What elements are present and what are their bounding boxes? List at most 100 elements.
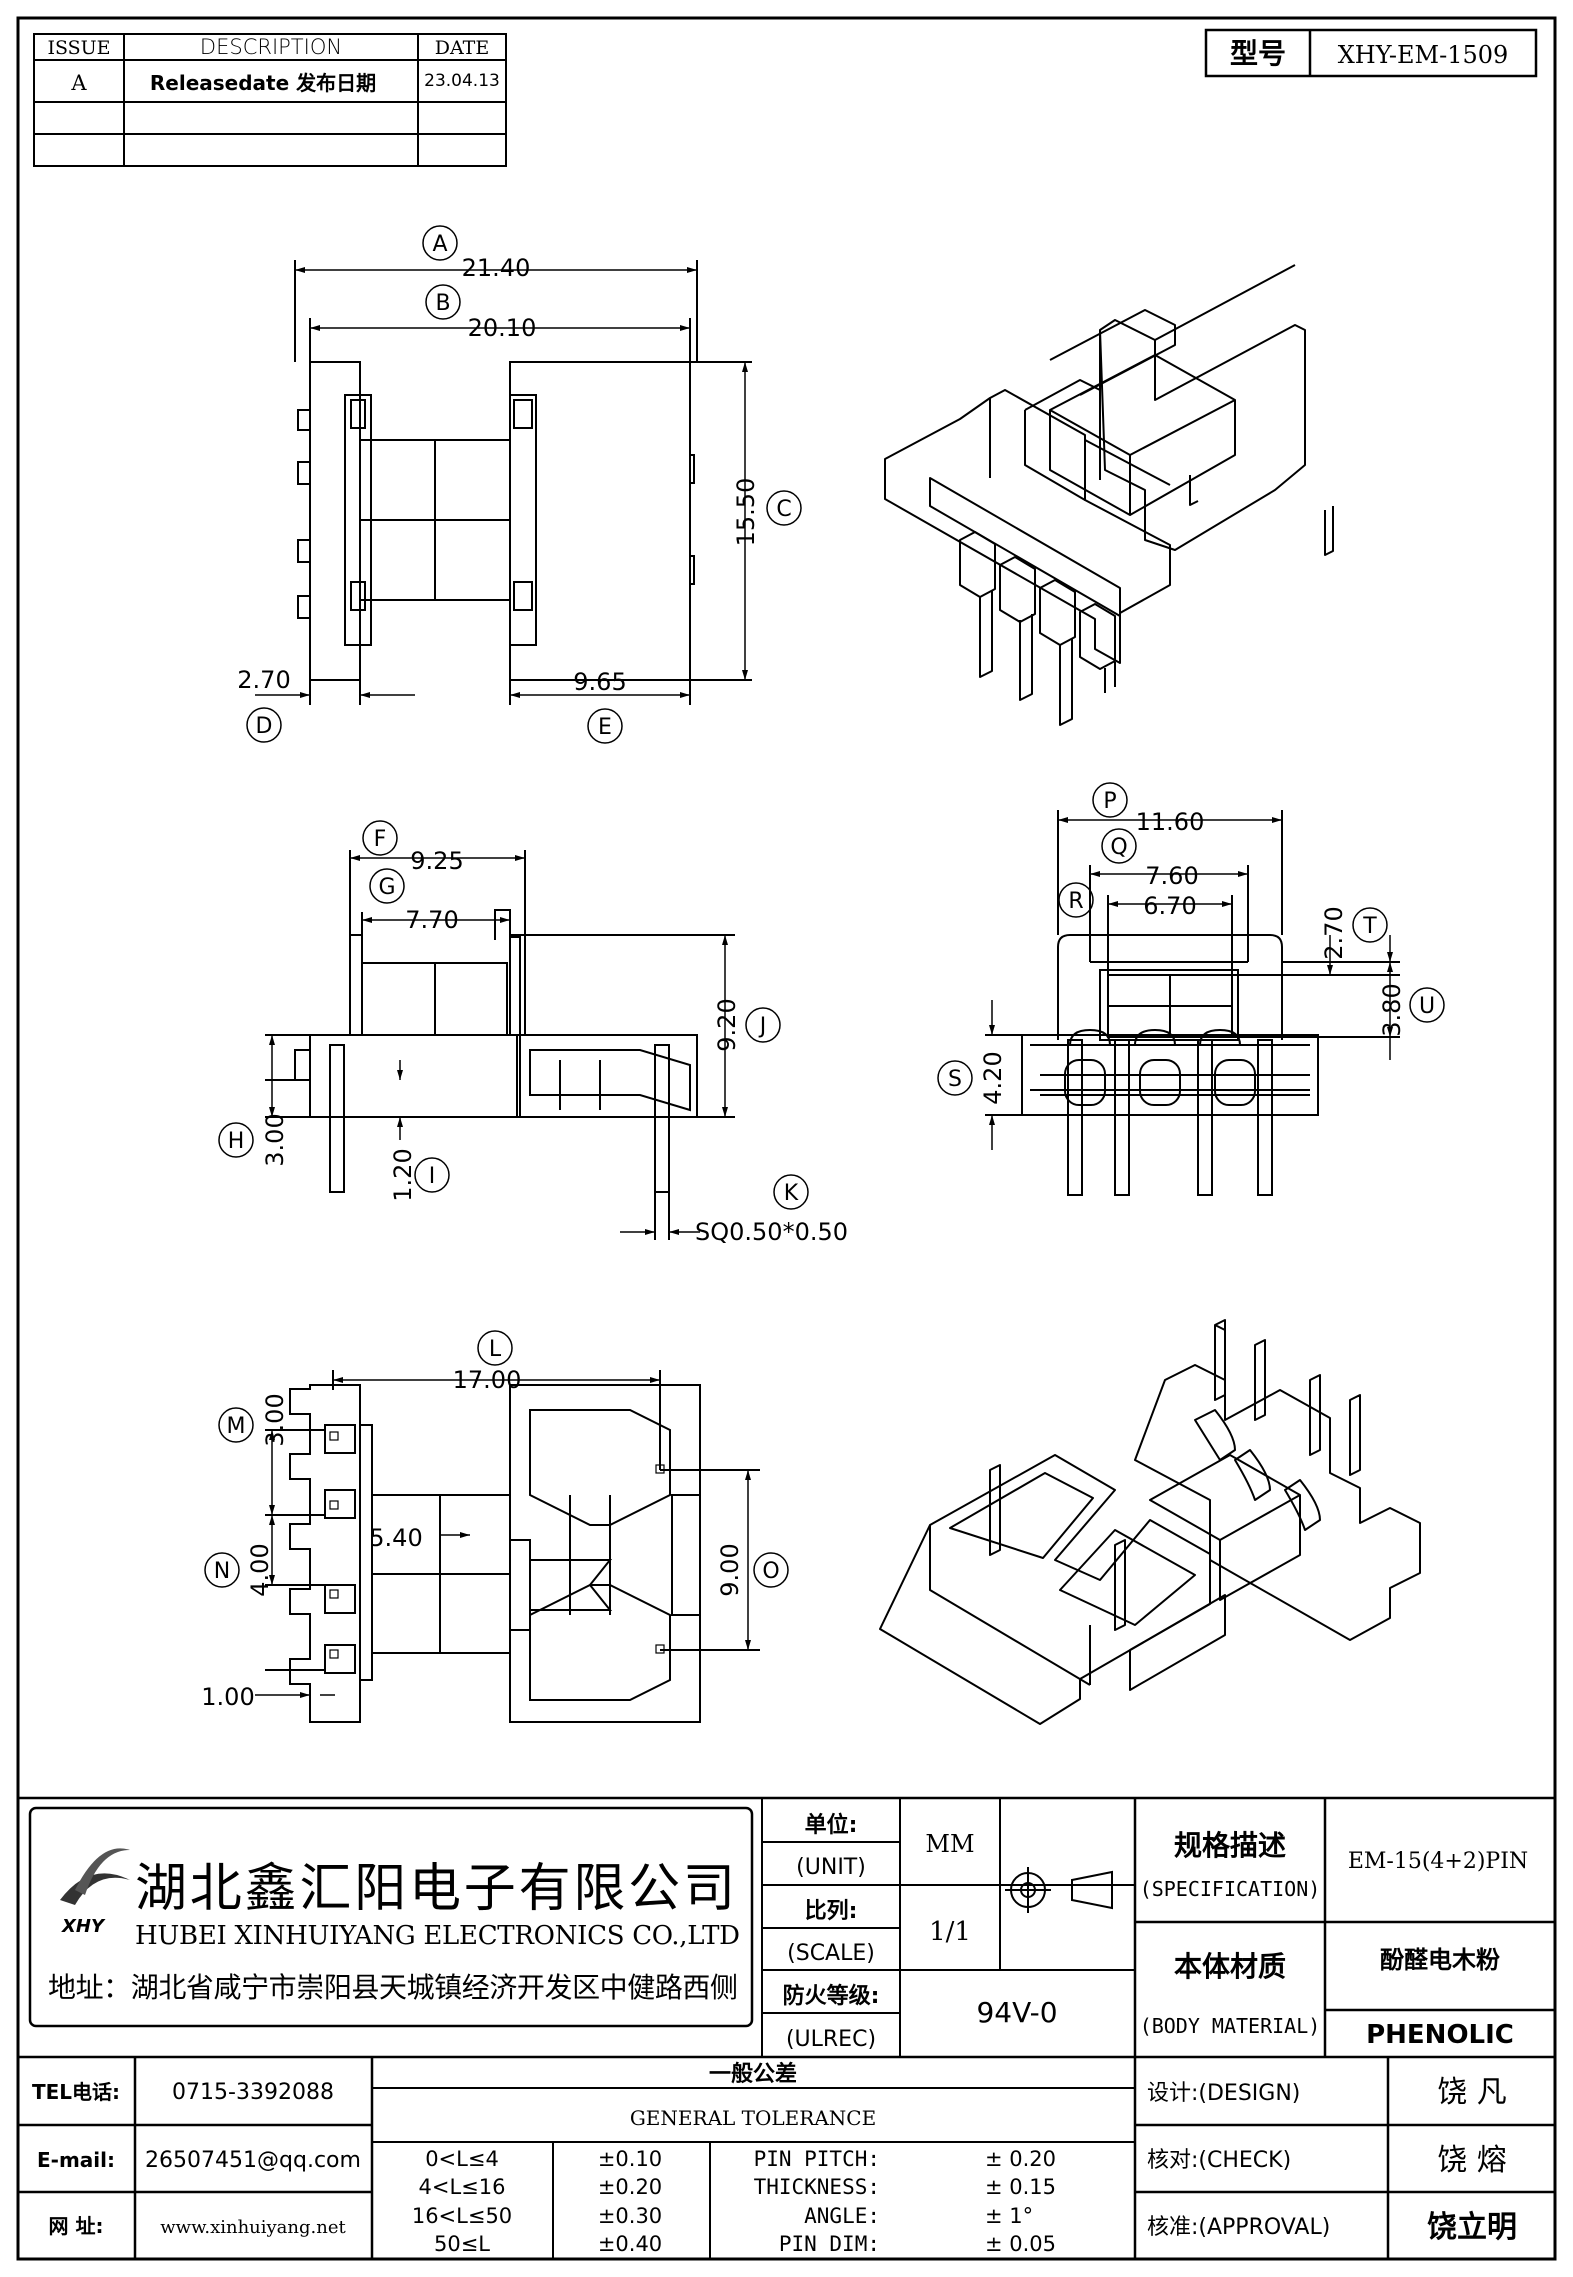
dim-N: 4.00 N: [204, 1543, 274, 1597]
tol-name-1: PIN PITCH:: [754, 2147, 880, 2171]
dim-Q-value: 7.60: [1145, 862, 1198, 890]
dim-T: 2.70 T: [1320, 906, 1388, 960]
dim-M-balloon: [218, 1407, 254, 1443]
email-value: 26507451@qq.com: [145, 2148, 361, 2173]
logo-swoosh-icon: [60, 1873, 130, 1905]
design-label: 设计:(DESIGN): [1147, 2081, 1300, 2106]
web-value: www.xinhuiyang.net: [160, 2217, 346, 2238]
dim-M-letter: M: [227, 1414, 246, 1439]
dim-F-balloon: [362, 820, 398, 856]
model-label: 型号: [1230, 37, 1286, 70]
dim-A-balloon: [422, 225, 458, 261]
tolerance-title-cn: 一般公差: [709, 2061, 797, 2087]
dim-B-letter: B: [435, 291, 450, 316]
web-label: 网 址:: [49, 2214, 104, 2238]
tol-spec-1: ± 0.20: [985, 2147, 1056, 2171]
unit-label-en: (UNIT): [796, 1855, 866, 1880]
dim-bottom-5-40: 5.40: [369, 1524, 422, 1552]
revision-header-description: DESCRIPTION: [200, 35, 342, 59]
dim-E: 9.65 E: [573, 668, 627, 744]
spec-value: EM-15(4+2)PIN: [1348, 1849, 1528, 1874]
tol-range-3: 16<L≤50: [412, 2204, 512, 2228]
dim-F-letter: F: [374, 827, 387, 852]
dim-I-balloon: [414, 1157, 450, 1193]
dim-R-value: 6.70: [1143, 892, 1196, 920]
tol-value-3: ±0.30: [598, 2204, 662, 2228]
revision-row-1-description: Releasedate 发布日期: [150, 71, 376, 95]
dim-S-letter: S: [948, 1067, 962, 1092]
dim-M: 3.00 M: [218, 1393, 289, 1447]
approve-value: 饶立明: [1427, 2210, 1517, 2245]
dim-A-letter: A: [432, 232, 447, 257]
top-view-dimension-lines: [255, 267, 748, 698]
dim-B-balloon: [425, 284, 461, 320]
front-view-dimension-lines: [989, 817, 1393, 1150]
tel-value: 0715-3392088: [172, 2080, 334, 2105]
dim-C: 15.50 C: [732, 478, 802, 546]
material-value-en: PHENOLIC: [1366, 2020, 1514, 2050]
dim-A-value: 21.40: [462, 254, 531, 282]
dim-P-balloon: [1092, 782, 1128, 818]
tol-spec-4: ± 0.05: [985, 2232, 1056, 2256]
dim-L-value: 17.00: [453, 1366, 522, 1394]
dim-L-letter: L: [489, 1337, 502, 1362]
dim-C-letter: C: [776, 497, 791, 522]
revision-table: [33, 33, 507, 167]
model-value: XHY-EM-1509: [1338, 41, 1509, 69]
bottom-view: [265, 1370, 760, 1723]
dim-K-letter: K: [784, 1181, 799, 1206]
dim-D-balloon: [246, 707, 282, 743]
revision-header-issue: ISSUE: [47, 37, 110, 59]
tol-name-4: PIN DIM:: [779, 2232, 880, 2256]
dim-Q-letter: Q: [1110, 835, 1127, 860]
bottom-view-pin-marks: [329, 1431, 665, 1659]
dim-B-value: 20.10: [468, 314, 537, 342]
dim-U-value: 3.80: [1378, 983, 1406, 1036]
dim-I: 1.20 I: [389, 1148, 450, 1202]
dim-J: 9.20 J: [713, 998, 781, 1052]
dim-J-balloon: [745, 1007, 781, 1043]
dim-K-value: SQ0.50*0.50: [695, 1218, 848, 1246]
dim-R-balloon: [1058, 882, 1094, 918]
spec-label-cn: 规格描述: [1174, 1829, 1286, 1862]
approve-label: 核准:(APPROVAL): [1147, 2215, 1330, 2240]
dim-H: 3.00 H: [218, 1113, 289, 1167]
check-value: 饶 熔: [1437, 2143, 1507, 2178]
tolerance-title-en: GENERAL TOLERANCE: [630, 2106, 876, 2130]
dim-D: 2.70 D: [237, 666, 291, 743]
dim-U-balloon: [1409, 987, 1445, 1023]
dim-P: P 11.60: [1092, 782, 1204, 836]
dim-K-balloon: [773, 1174, 809, 1210]
dim-P-letter: P: [1103, 789, 1116, 814]
dim-U-letter: U: [1419, 994, 1435, 1019]
dim-G: G 7.70: [369, 868, 459, 934]
check-label: 核对:(CHECK): [1147, 2148, 1291, 2173]
dim-I-value: 1.20: [389, 1148, 417, 1201]
tel-label: TEL电话:: [32, 2080, 120, 2104]
dim-G-balloon: [369, 868, 405, 904]
dim-E-value: 9.65: [573, 668, 626, 696]
material-label-cn: 本体材质: [1174, 1950, 1286, 1983]
company-address: 地址：湖北省咸宁市崇阳县天城镇经济开发区中健路西侧: [48, 1971, 738, 2004]
revision-row-1-issue: A: [70, 71, 87, 95]
dim-O-value: 9.00: [716, 1543, 744, 1596]
fire-label-cn: 防火等级:: [783, 1983, 880, 2009]
title-block-grid: [18, 1796, 1555, 2059]
top-view: [294, 260, 752, 705]
tol-spec-3: ± 1°: [985, 2204, 1033, 2228]
dim-D-value: 2.70: [237, 666, 290, 694]
projection-symbol-icon: [1005, 1867, 1113, 1913]
dim-T-value: 2.70: [1320, 906, 1348, 959]
dim-L: L 17.00: [453, 1330, 522, 1394]
material-value-cn: 酚醛电木粉: [1380, 1946, 1500, 1974]
dim-U: 3.80 U: [1378, 983, 1445, 1037]
dim-F-value: 9.25: [410, 847, 463, 875]
tol-value-2: ±0.20: [598, 2175, 662, 2199]
front-view: [985, 810, 1400, 1196]
revision-row-1-date: 23.04.13: [424, 71, 500, 91]
side-view: [265, 850, 735, 1240]
dim-R-letter: R: [1068, 889, 1083, 914]
tol-range-4: 50≤L: [434, 2232, 490, 2256]
dim-E-letter: E: [598, 715, 612, 740]
dim-D-letter: D: [256, 714, 273, 739]
